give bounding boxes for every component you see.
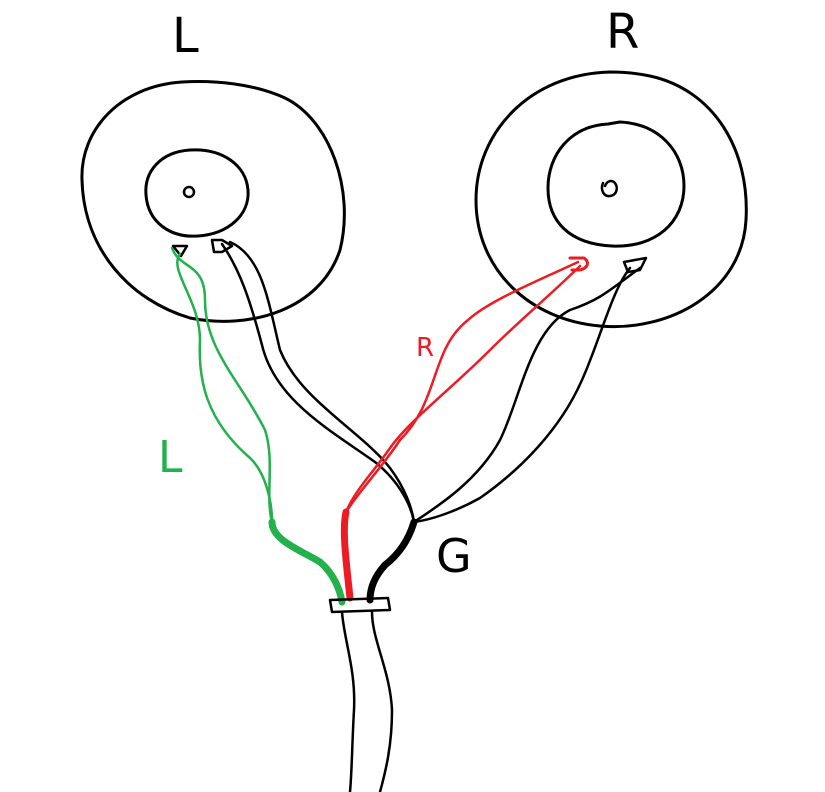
- left-speaker-inner-ring: [144, 148, 250, 238]
- right-wire-label: R: [416, 333, 434, 363]
- ground-wire-thick: [366, 518, 418, 604]
- right-speaker: [474, 70, 748, 329]
- right-speaker-terminal-pos: [568, 256, 589, 272]
- right-signal-wire: [344, 260, 580, 514]
- left-speaker-letter: L: [172, 8, 199, 64]
- left-wire-label: L: [158, 432, 183, 483]
- left-signal-wire-strand: [170, 246, 274, 524]
- right-signal-wire-strand: [344, 264, 582, 514]
- right-speaker-outer-ring: [474, 70, 748, 329]
- cable-right-edge: [370, 610, 394, 792]
- left-speaker: [80, 80, 346, 323]
- left-ground-wire: [220, 242, 416, 524]
- cable-left-edge: [340, 610, 356, 792]
- right-speaker-terminal-neg: [622, 256, 648, 274]
- right-ground-wire-strand: [412, 266, 642, 524]
- left-signal-wire: [176, 252, 274, 524]
- left-signal-wire-thick: [268, 518, 346, 606]
- left-ground-wire-strand: [228, 240, 416, 524]
- right-signal-wire-thick: [340, 508, 354, 602]
- right-speaker-center-dot: [600, 179, 619, 198]
- right-speaker-inner-ring: [546, 120, 686, 248]
- right-ground-wire: [412, 266, 632, 524]
- left-speaker-terminal-neg: [171, 244, 189, 258]
- cable-collar: [328, 596, 392, 614]
- left-speaker-center-dot: [182, 185, 196, 199]
- left-speaker-outer-ring: [80, 80, 346, 323]
- ground-wire-label: G: [436, 529, 472, 583]
- left-speaker-terminal-pos: [210, 238, 234, 254]
- right-speaker-letter: R: [606, 4, 639, 60]
